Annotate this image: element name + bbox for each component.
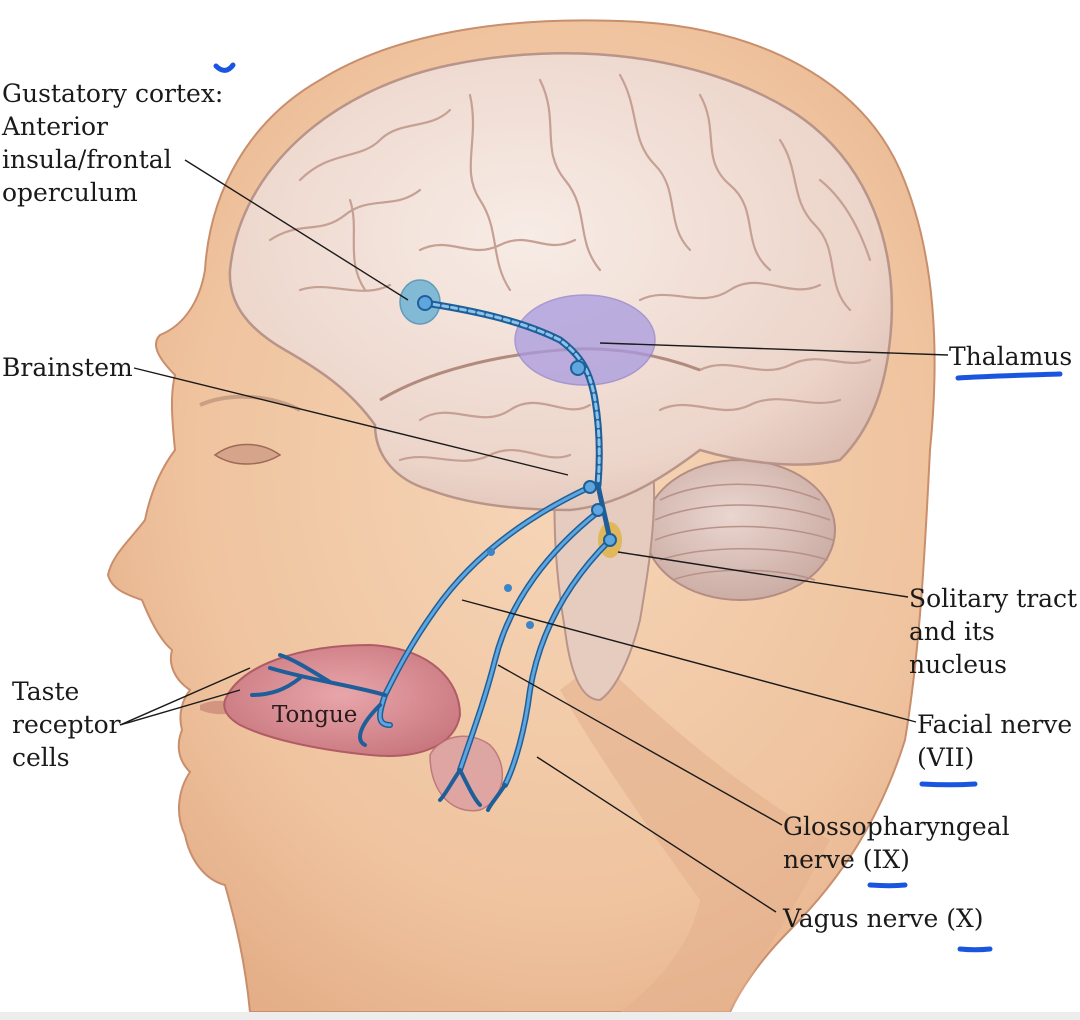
label-solitary-line2: and its xyxy=(909,617,995,646)
cerebrum xyxy=(228,52,894,512)
user-annotations xyxy=(213,62,1063,953)
label-gustatory-line2: Anterior xyxy=(2,112,108,141)
label-vagus-nerve: Vagus nerve (X) xyxy=(783,902,984,935)
label-gustatory-cortex: Gustatory cortex: Anterior insula/fronta… xyxy=(2,77,223,209)
cerebellum-folia xyxy=(654,483,834,581)
brain-gyri xyxy=(268,73,872,462)
label-gustatory-line1: Gustatory cortex: xyxy=(2,79,224,108)
label-facial-line2: (VII) xyxy=(917,743,975,772)
label-taste-line3: cells xyxy=(12,743,70,772)
synapse-knobs xyxy=(417,295,617,547)
label-gustatory-line3: insula/frontal xyxy=(2,145,172,174)
thalamus-region xyxy=(514,294,656,386)
label-facial-nerve: Facial nerve (VII) xyxy=(917,708,1072,774)
neck-shadow xyxy=(560,660,830,1012)
label-solitary-tract: Solitary tract and its nucleus xyxy=(909,582,1077,681)
label-thalamus: Thalamus xyxy=(949,340,1072,373)
label-solitary-line1: Solitary tract xyxy=(909,584,1078,613)
nerve-pathways xyxy=(250,299,613,812)
label-gustatory-line4: operculum xyxy=(2,178,138,207)
label-tongue: Tongue xyxy=(272,702,358,728)
label-taste-line2: receptor xyxy=(12,710,121,739)
nerve-dots xyxy=(487,548,534,629)
bottom-bar xyxy=(0,1012,1080,1020)
label-glossopharyngeal-nerve: Glossopharyngeal nerve (IX) xyxy=(783,810,1010,876)
label-solitary-line3: nucleus xyxy=(909,650,1007,679)
label-vagus-text: Vagus nerve (X) xyxy=(783,904,984,933)
label-glosso-line1: Glossopharyngeal xyxy=(783,812,1010,841)
label-taste-line1: Taste xyxy=(12,677,80,706)
label-brainstem: Brainstem xyxy=(2,351,133,384)
label-taste-receptor: Taste receptor cells xyxy=(12,675,121,774)
label-facial-line1: Facial nerve xyxy=(917,710,1073,739)
label-brainstem-text: Brainstem xyxy=(2,353,133,382)
eye xyxy=(213,443,282,465)
label-glosso-line2: nerve (IX) xyxy=(783,845,910,874)
label-thalamus-text: Thalamus xyxy=(949,342,1073,371)
leader-lines xyxy=(119,159,949,913)
